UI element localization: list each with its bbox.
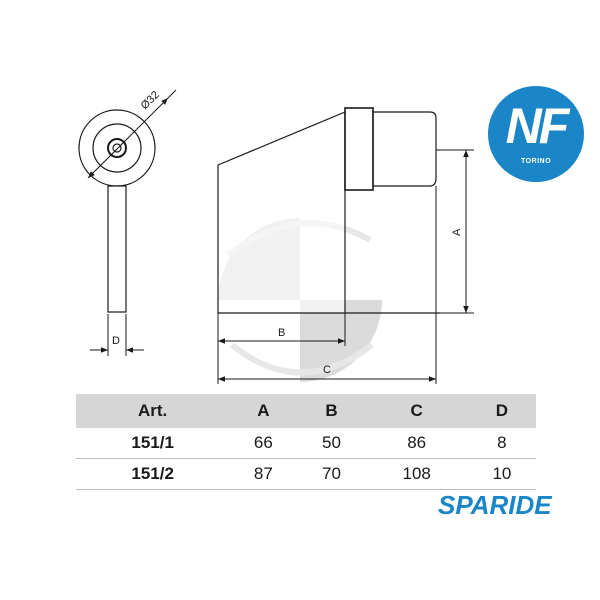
cell-d: 8 xyxy=(497,433,507,452)
paride-logo-text: PARIDE xyxy=(455,490,552,520)
body xyxy=(217,111,346,314)
dim-c xyxy=(218,186,437,384)
table-header-row: Art. A B C D xyxy=(76,394,536,428)
specification-table: Art. A B C D 151/1 66 50 86 8 151/2 87 7… xyxy=(76,394,536,490)
cell-a: 66 xyxy=(253,433,273,452)
nf-logo-text: NF xyxy=(505,98,570,154)
cell-b: 50 xyxy=(322,433,341,452)
header-b: B xyxy=(297,394,366,428)
dim-c-label: C xyxy=(323,364,331,376)
dim-d-label: D xyxy=(112,335,120,347)
header-d: D xyxy=(467,394,536,428)
diameter-label: Ø32 xyxy=(139,89,162,112)
paride-logo-mark: S xyxy=(438,490,456,520)
dim-b-label: B xyxy=(278,327,285,339)
cell-c: 108 xyxy=(365,458,468,490)
cell-art: 151/1 xyxy=(131,433,174,452)
rubber-cap xyxy=(372,111,437,187)
rubber-tip xyxy=(344,107,374,191)
technical-drawing: Ø32 D A B C xyxy=(78,89,474,384)
front-view xyxy=(78,89,177,313)
diameter-line xyxy=(87,97,169,179)
side-view xyxy=(217,107,440,314)
table-row: 151/1 66 50 86 8 xyxy=(76,428,536,459)
screw-head xyxy=(107,138,127,158)
nf-logo-subtext: TORINO xyxy=(520,158,552,165)
base-disc xyxy=(78,109,156,187)
dim-a xyxy=(436,149,474,314)
cell-art: 151/2 xyxy=(76,458,230,490)
header-a: A xyxy=(229,394,298,428)
screw-center xyxy=(112,143,122,153)
paride-logo: SPARIDE xyxy=(438,492,598,518)
dim-b xyxy=(217,313,346,384)
header-c: C xyxy=(365,394,468,428)
base-disc-inner xyxy=(92,123,142,173)
dim-d xyxy=(90,314,144,356)
cell-b: 70 xyxy=(297,458,366,490)
cell-d: 10 xyxy=(467,458,536,490)
dim-a-label: A xyxy=(451,228,463,236)
cell-c: 86 xyxy=(407,433,427,452)
cell-a: 87 xyxy=(229,458,298,490)
header-art: Art. xyxy=(76,394,230,428)
nf-logo: NF TORINO xyxy=(488,86,584,182)
stem xyxy=(107,185,127,313)
table-row: 151/2 87 70 108 10 xyxy=(76,458,536,490)
